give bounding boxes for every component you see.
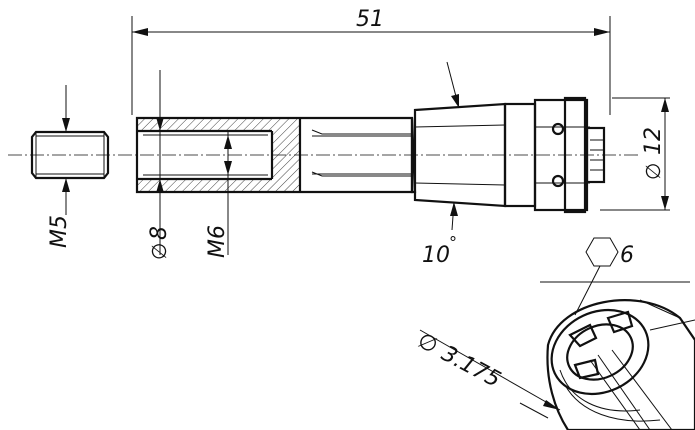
hex-symbol: [585, 237, 619, 267]
hex-leader: [574, 265, 601, 316]
collet-bore-dimension: [419, 329, 561, 419]
thread-screw-label: M5: [47, 215, 72, 248]
collet-iso-view: [546, 299, 695, 430]
bore-diameter-dimension: [156, 70, 164, 255]
hex-size-label: 6: [620, 243, 634, 268]
taper-angle-dimension: [446, 61, 460, 231]
bore-diameter-symbol: ∅: [147, 243, 171, 260]
collet-body: [135, 96, 606, 214]
set-screw: [30, 85, 110, 215]
inner-thread-label: M6: [205, 225, 230, 258]
inner-thread-dimension: [224, 131, 232, 255]
taper-angle-unit: °: [449, 233, 457, 252]
outer-diameter-symbol: ∅: [641, 163, 665, 180]
bore-diameter-label: 8: [147, 226, 172, 240]
outer-diameter-label: 12: [641, 127, 666, 155]
overall-length-label: 51: [356, 7, 384, 32]
overall-length-dimension: [131, 16, 611, 115]
collet-bore-symbol: ∅: [413, 328, 442, 359]
outer-diameter-dimension: [600, 97, 670, 211]
collet-bore-label: 3.175: [437, 341, 504, 393]
taper-angle-label: 10: [422, 243, 450, 268]
